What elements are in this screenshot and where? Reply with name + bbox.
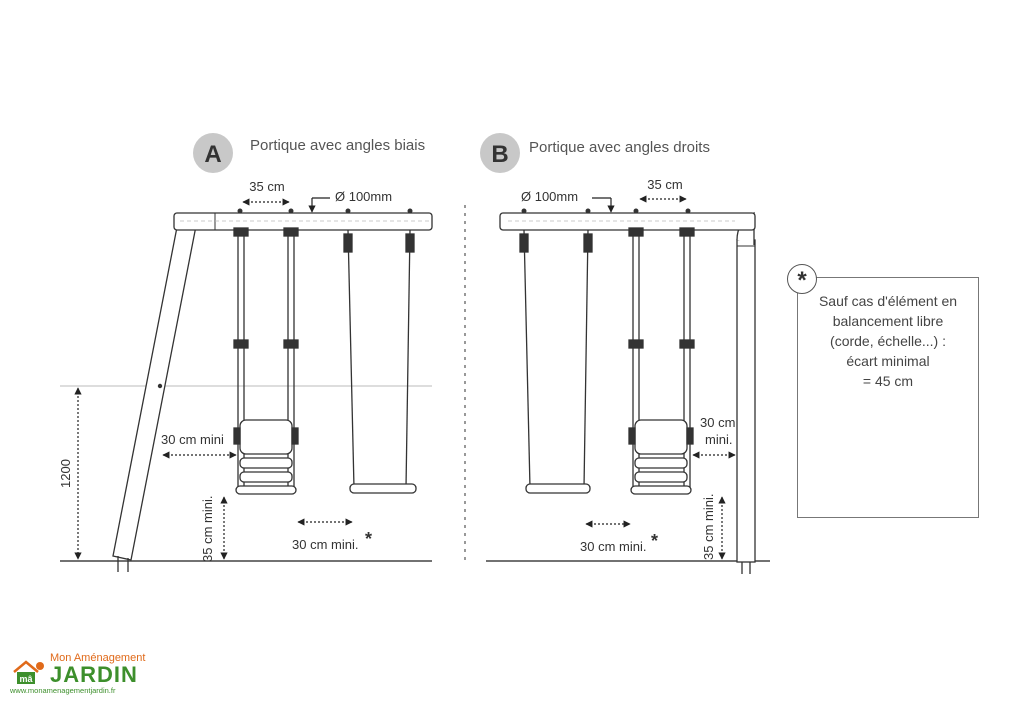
note-asterisk-icon: * [787,264,817,294]
dim-spacing-a: 35 cm [249,179,284,194]
panel-b: B Portique avec angles droits [480,133,770,574]
note-line: balancement libre [832,313,944,329]
panel-b-title: Portique avec angles droits [529,139,710,156]
dim-spacing-b: 35 cm [647,177,682,192]
badge-a-text: A [204,141,221,168]
slanted-leg [112,221,197,561]
dim-side-b-1: 30 cm [700,415,735,430]
panel-a: A Portique avec angles biais [58,133,433,572]
dim-bottom-b: 35 cm mini. [701,494,716,560]
note-box [797,277,979,518]
baby-seat-swing-b [628,227,695,495]
badge-a-circle [193,133,233,173]
note-line: écart minimal [846,353,930,369]
badge-b-circle [480,133,520,173]
logo-brand: JARDIN [50,662,138,687]
top-beam-a [173,212,433,231]
flat-seat-swing-b [519,229,593,494]
dim-side-a: 30 cm mini [161,432,224,447]
flat-seat-swing-a [343,229,417,494]
straight-leg [736,239,756,563]
dim-side-b-2: mini. [705,432,732,447]
dim-diameter-b: Ø 100mm [521,189,578,204]
dim-between-b: 30 cm mini. [580,539,646,554]
logo-house-icon: mâ [13,660,44,684]
note-text: Sauf cas d'élément en balancement libre … [800,291,976,391]
badge-b-text: B [491,141,508,168]
top-beam-b [499,212,756,231]
dim-bottom-a: 35 cm mini. [200,496,215,562]
dim-between-a: 30 cm mini. [292,537,358,552]
dim-height-a: 1200 [58,459,73,488]
baby-seat-swing-a [233,227,299,495]
logo-url: www.monamenagementjardin.fr [10,686,116,695]
svg-text:mâ: mâ [19,674,33,684]
asterisk-b: * [651,531,658,551]
dim-diameter-a: Ø 100mm [335,189,392,204]
note-line: (corde, échelle...) : [830,333,946,349]
asterisk-a: * [365,529,372,549]
panel-a-title: Portique avec angles biais [250,137,425,154]
logo-tagline: Mon Aménagement [50,652,146,664]
note-line: = 45 cm [862,373,914,389]
note-line: Sauf cas d'élément en [818,293,958,309]
brand-logo[interactable]: mâ Mon Aménagement JARDIN www.monamenage… [10,652,145,698]
